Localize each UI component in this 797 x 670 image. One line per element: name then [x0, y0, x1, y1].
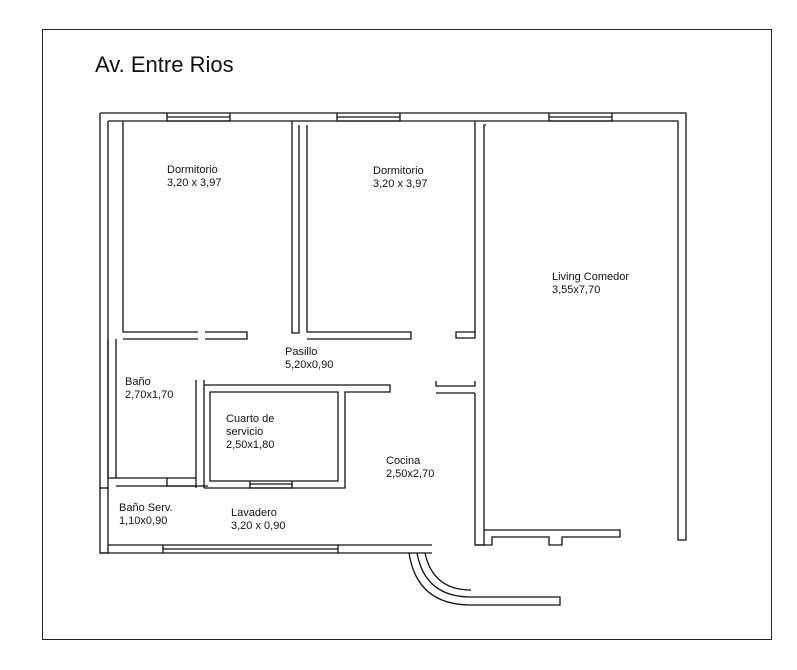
room-name: Baño: [125, 376, 151, 388]
entrance-curve: [408, 552, 561, 606]
room-size: 2,70x1,70: [125, 389, 174, 401]
room-size: 2,50x1,80: [226, 439, 275, 451]
room-label-dormitorio-1: Dormitorio 3,20 x 3,97: [167, 164, 221, 190]
dormitorio-2-walls: [291, 121, 412, 340]
room-label-cocina: Cocina 2,50x2,70: [386, 455, 434, 481]
room-size: 5,20x0,90: [285, 359, 334, 371]
bano-walls: [107, 339, 208, 487]
room-size: 3,55x7,70: [552, 284, 601, 296]
living-wall-west: [435, 121, 486, 546]
room-label-lavadero: Lavadero 3,20 x 0,90: [231, 507, 285, 533]
room-size: 3,20 x 3,97: [167, 177, 222, 189]
window-3: [548, 113, 613, 122]
window-servicio: [249, 481, 293, 489]
room-name: Pasillo: [285, 346, 318, 358]
room-label-living-comedor: Living Comedor 3,55x7,70: [552, 271, 629, 297]
window-1: [166, 113, 231, 122]
drawing-frame: [42, 29, 772, 640]
room-label-bano-serv: Baño Serv. 1,10x0,90: [119, 502, 173, 528]
room-label-bano: Baño 2,70x1,70: [125, 376, 173, 402]
outer-wall-south: [100, 544, 432, 554]
window-2: [336, 113, 401, 122]
dormitorio-1-walls: [122, 121, 248, 340]
room-name: Dormitorio: [167, 164, 218, 176]
street-name: Av. Entre Rios: [95, 52, 234, 77]
room-label-dormitorio-2: Dormitorio 3,20 x 3,97: [373, 165, 427, 191]
living-wall-south: [475, 529, 621, 546]
window-bano: [166, 478, 196, 487]
room-name: Living Comedor: [552, 271, 630, 283]
room-size: 3,20 x 3,97: [373, 178, 428, 190]
room-size: 2,50x2,70: [386, 468, 435, 480]
room-size: 1,10x0,90: [119, 515, 168, 527]
window-south: [162, 545, 339, 553]
room-name: Cocina: [386, 455, 421, 467]
entrance-curve-inner: [424, 552, 472, 591]
servicio-walls: [195, 380, 391, 489]
room-name: Cuarto de servicio: [226, 413, 275, 438]
room-label-pasillo: Pasillo 5,20x0,90: [285, 346, 333, 372]
room-label-cuarto-de-servicio: Cuarto de servicio 2,50x1,80: [226, 413, 286, 452]
room-name: Baño Serv.: [119, 502, 173, 514]
outer-wall-west: [99, 113, 109, 554]
room-size: 3,20 x 0,90: [231, 520, 286, 532]
room-name: Lavadero: [231, 507, 277, 519]
room-name: Dormitorio: [373, 165, 424, 177]
